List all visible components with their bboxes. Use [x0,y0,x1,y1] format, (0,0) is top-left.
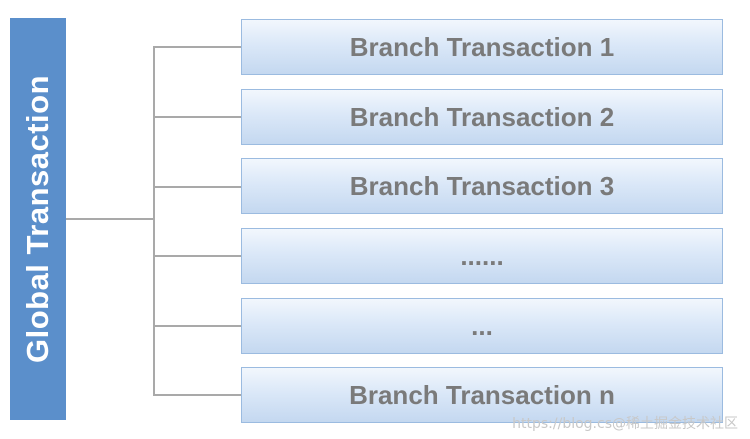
branch-transaction-box-5: ... [241,298,723,354]
branch-connector-6 [153,394,241,396]
vertical-connector [153,46,155,395]
branch-connector-3 [153,186,241,188]
branch-transaction-box-3: Branch Transaction 3 [241,158,723,214]
branch-transaction-label-2: Branch Transaction 2 [349,101,615,132]
branch-connector-5 [153,325,241,327]
branch-connector-2 [153,116,241,118]
branch-transaction-label-1: Branch Transaction 1 [349,31,615,62]
branch-connector-4 [153,255,241,257]
watermark-text: https://blog.cs@稀土掘金技术社区 [512,416,738,432]
branch-transaction-label-6: Branch Transaction n [349,379,615,410]
branch-transaction-label-5: ... [471,310,493,341]
global-transaction-bar: Global Transaction [10,18,66,420]
trunk-connector [66,218,154,220]
branch-transaction-box-2: Branch Transaction 2 [241,89,723,145]
branch-transaction-box-6: Branch Transaction n [241,367,723,423]
branch-transaction-box-4: ...... [241,228,723,284]
branch-connector-1 [153,46,241,48]
global-transaction-label: Global Transaction [20,74,55,364]
branch-transaction-label-3: Branch Transaction 3 [349,170,615,201]
branch-transaction-label-4: ...... [460,240,504,271]
branch-transaction-box-1: Branch Transaction 1 [241,19,723,75]
